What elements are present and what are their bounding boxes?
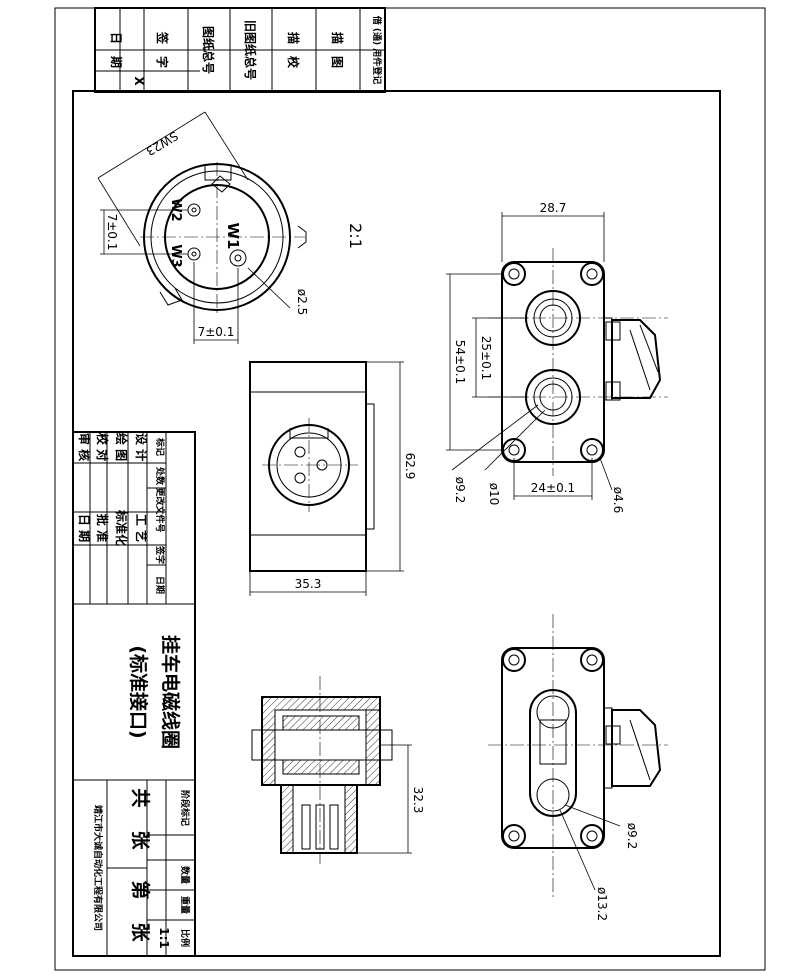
hole-diameter-10: ø10 [487,483,501,506]
usage-label: 借 (通) 用件登记 [371,15,383,85]
horizontal-pin-pitch: 7±0.1 [198,325,235,339]
height-32-3: 32.3 [411,787,425,814]
sig-head-count: 处数 [154,466,166,486]
registration-strip: 日 期 签 字 X 图纸总号 旧图纸总号 描 校 描 图 借 (通) 用件登记 [94,7,386,93]
sw-dimension: SW23 [144,128,181,158]
drawn-label: 描 图 [330,32,345,68]
pin-diameter: ø2.5 [295,289,309,315]
width-35-3: 35.3 [295,577,322,591]
x-mark: X [132,76,146,86]
signature-label: 签 字 [155,31,170,68]
date-label: 日 期 [109,32,124,68]
bottom-plan-view: ø9.2 ø13.2 [488,614,668,921]
sheet-total-label: 共 [129,788,151,807]
quantity-header: 数量 [179,866,191,884]
plan-view: 28.7 54±0.1 25±0.1 24±0.1 ø9.2 ø10 ø4.6 [446,201,668,513]
scale-value: 1:1 [157,927,171,949]
sig-head-sign: 签字 [154,545,166,564]
connector-front-view: SW23 W1 W2 W3 ø2.5 7±0.1 7±0.1 [97,111,309,344]
drawing-no-label: 图纸总号 [201,26,216,74]
review-label: 审 核 [77,433,92,461]
proofread-label: 校 对 [95,433,110,461]
body-side-view: 62.9 35.3 [249,361,417,596]
height-54: 54±0.1 [453,340,467,384]
weight-header: 重量 [179,896,191,914]
hole-diameter-4-6: ø4.6 [611,487,625,513]
sig-head-mark: 标记 [154,437,166,456]
drawing-subtitle: (标准接口) [127,645,149,738]
design-label: 设 计 [134,433,149,461]
company-name: 靖江市大诚自动化工程有限公司 [92,805,104,931]
w1-label: W1 [224,223,242,250]
scale-note: 2:1 [346,223,365,249]
hole-diameter-9-2: ø9.2 [453,477,467,503]
process-label: 工 艺 [134,514,149,542]
sig-head-date: 日期 [154,576,166,594]
stage-header: 阶段标记 [179,790,191,826]
old-drawing-no-label: 旧图纸总号 [243,20,258,80]
date-row-label: 日 期 [77,514,92,542]
section-view: 32.3 [251,676,425,864]
height-62-9: 62.9 [403,453,417,480]
sheet-total-unit: 张 [129,830,151,850]
width-24: 24±0.1 [531,481,575,495]
drafting-label: 绘 图 [114,433,129,461]
top-width: 28.7 [540,201,567,215]
title-block: 标记 处数 更改文件号 签字 日期 设 计 工 艺 绘 图 标准化 校 对 批 … [72,431,196,957]
sheet-no-label: 第 [129,880,152,899]
vertical-pin-pitch: 7±0.1 [105,214,119,251]
scale-header: 比例 [179,929,191,947]
traced-label: 描 校 [286,32,301,69]
slot-diameter-13-2: ø13.2 [595,887,609,921]
slot-diameter-9-2: ø9.2 [625,823,639,849]
approve-label: 批 准 [95,514,110,542]
height-25: 25±0.1 [479,336,493,380]
sheet-no-unit: 张 [129,922,151,942]
drawing-title: 挂车电磁线圈 [159,635,182,749]
standardization-label: 标准化 [114,509,129,546]
sig-head-change: 更改文件号 [154,487,166,532]
w3-label: W3 [168,244,183,267]
outer-frame [54,7,766,971]
